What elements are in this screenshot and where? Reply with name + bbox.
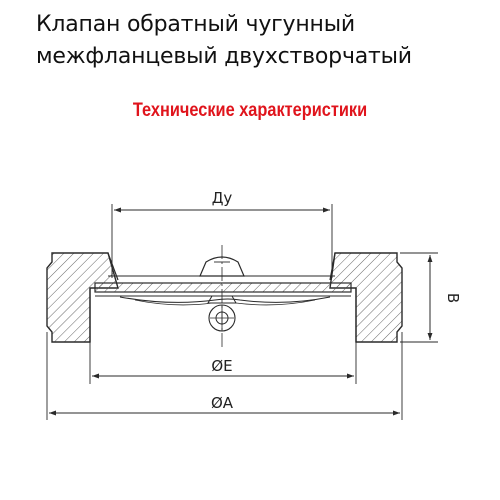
dim-label-b: B [444,293,462,303]
title-line-2: межфланцевый двухстворчатый [36,44,412,69]
spring-wave-2 [134,299,316,306]
body-section-left [46,252,119,343]
dim-label-dn: Ду [212,189,233,207]
title-line-1: Клапан обратный чугунный [36,12,355,37]
body-section-right [329,252,403,343]
hinge-lug [207,295,237,304]
subtitle: Технические характеристики [132,100,368,121]
dim-label-e: ØE [211,357,232,375]
disc-plate [94,282,352,293]
hinge-boss [199,256,245,277]
spring-wave [119,296,331,303]
dim-label-a: ØA [211,394,234,412]
